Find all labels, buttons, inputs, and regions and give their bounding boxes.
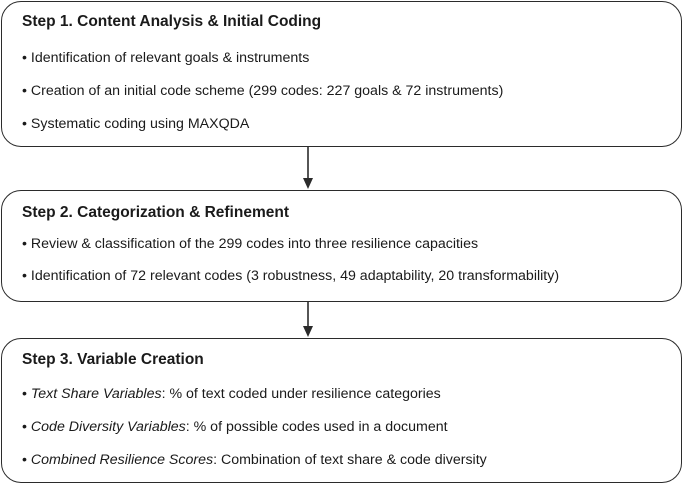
step-3-bullet-3: • Combined Resilience Scores: Combinatio… <box>22 452 487 468</box>
bullet-text: Systematic coding using MAXQDA <box>30 116 250 132</box>
step-2-bullet-1: • Review & classification of the 299 cod… <box>22 236 478 252</box>
step-1-title: Step 1. Content Analysis & Initial Codin… <box>22 13 322 30</box>
step-1-box: Step 1. Content Analysis & Initial Codin… <box>1 1 682 147</box>
bullet-marker: • <box>22 50 31 66</box>
bullet-text: Review & classification of the 299 codes… <box>30 236 479 252</box>
step-1-bullet-1: • Identification of relevant goals & ins… <box>22 50 309 66</box>
bullet-marker: • <box>22 116 31 132</box>
flow-arrow-1 <box>303 147 313 189</box>
bullet-marker: • <box>22 83 31 99</box>
bullet-marker: • <box>22 236 31 252</box>
bullet-term: Combined Resilience Scores <box>30 452 214 468</box>
bullet-term: Text Share Variables <box>30 386 162 402</box>
bullet-text: Identification of 72 relevant codes (3 r… <box>30 268 560 284</box>
bullet-text: : % of text coded under resilience categ… <box>161 386 441 402</box>
arrow-head <box>303 178 313 189</box>
step-3-box: Step 3. Variable Creation • Text Share V… <box>1 338 682 483</box>
step-2-title: Step 2. Categorization & Refinement <box>22 204 289 221</box>
bullet-text: : % of possible codes used in a document <box>185 419 448 435</box>
bullet-term: Code Diversity Variables <box>30 419 186 435</box>
step-1-bullet-3: • Systematic coding using MAXQDA <box>22 116 249 132</box>
bullet-text: Creation of an initial code scheme (299 … <box>30 83 504 99</box>
step-2-bullet-2: • Identification of 72 relevant codes (3… <box>22 268 559 284</box>
step-2-box: Step 2. Categorization & Refinement • Re… <box>1 190 682 302</box>
step-3-title: Step 3. Variable Creation <box>22 351 204 368</box>
bullet-text: Identification of relevant goals & instr… <box>30 50 310 66</box>
bullet-marker: • <box>22 268 31 284</box>
bullet-marker: • <box>22 419 31 435</box>
flow-arrow-2 <box>303 302 313 337</box>
arrow-head <box>303 326 313 337</box>
bullet-marker: • <box>22 452 31 468</box>
step-3-bullet-2: • Code Diversity Variables: % of possibl… <box>22 419 448 435</box>
bullet-text: : Combination of text share & code diver… <box>213 452 487 468</box>
step-1-bullet-2: • Creation of an initial code scheme (29… <box>22 83 503 99</box>
step-3-bullet-1: • Text Share Variables: % of text coded … <box>22 386 441 402</box>
bullet-marker: • <box>22 386 31 402</box>
